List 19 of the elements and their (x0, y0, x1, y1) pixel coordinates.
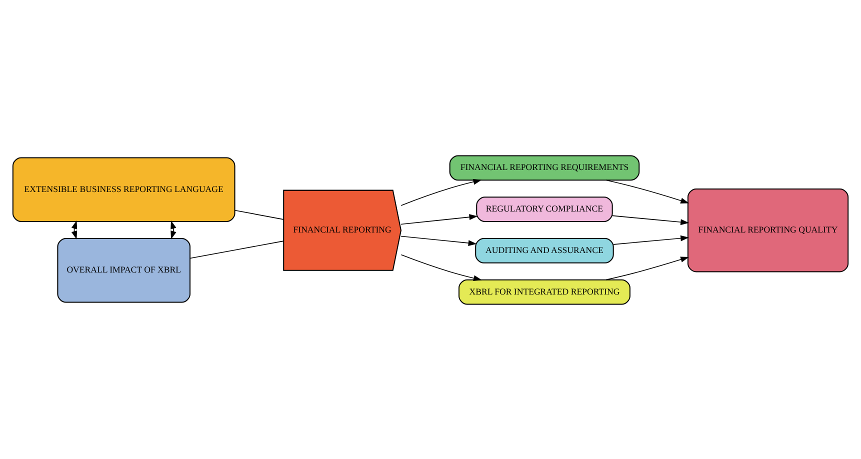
node-box: OVERALL IMPACT OF XBRL (57, 237, 190, 302)
arrow (612, 214, 690, 225)
node-box: XBRL FOR INTEGRATED REPORTING (458, 278, 630, 304)
arrow (400, 214, 478, 224)
node-box: AUDITING AND ASSURANCE (475, 237, 614, 263)
arrow (613, 234, 690, 244)
node-box: EXTENSIBLE BUSINESS REPORTING LANGUAGE (12, 156, 236, 222)
arrow (606, 179, 690, 203)
arrow (606, 256, 690, 280)
arrow (170, 220, 176, 239)
arrow (400, 235, 477, 246)
node-box: FINANCIAL REPORTING QUALITY (687, 188, 849, 272)
connector (190, 240, 284, 258)
arrow (400, 254, 482, 281)
arrow (400, 178, 482, 206)
connector (234, 209, 284, 220)
node-box: FINANCIAL REPORTING REQUIREMENTS (449, 154, 640, 180)
arrow (71, 220, 78, 239)
node-box: REGULATORY COMPLIANCE (476, 196, 613, 222)
